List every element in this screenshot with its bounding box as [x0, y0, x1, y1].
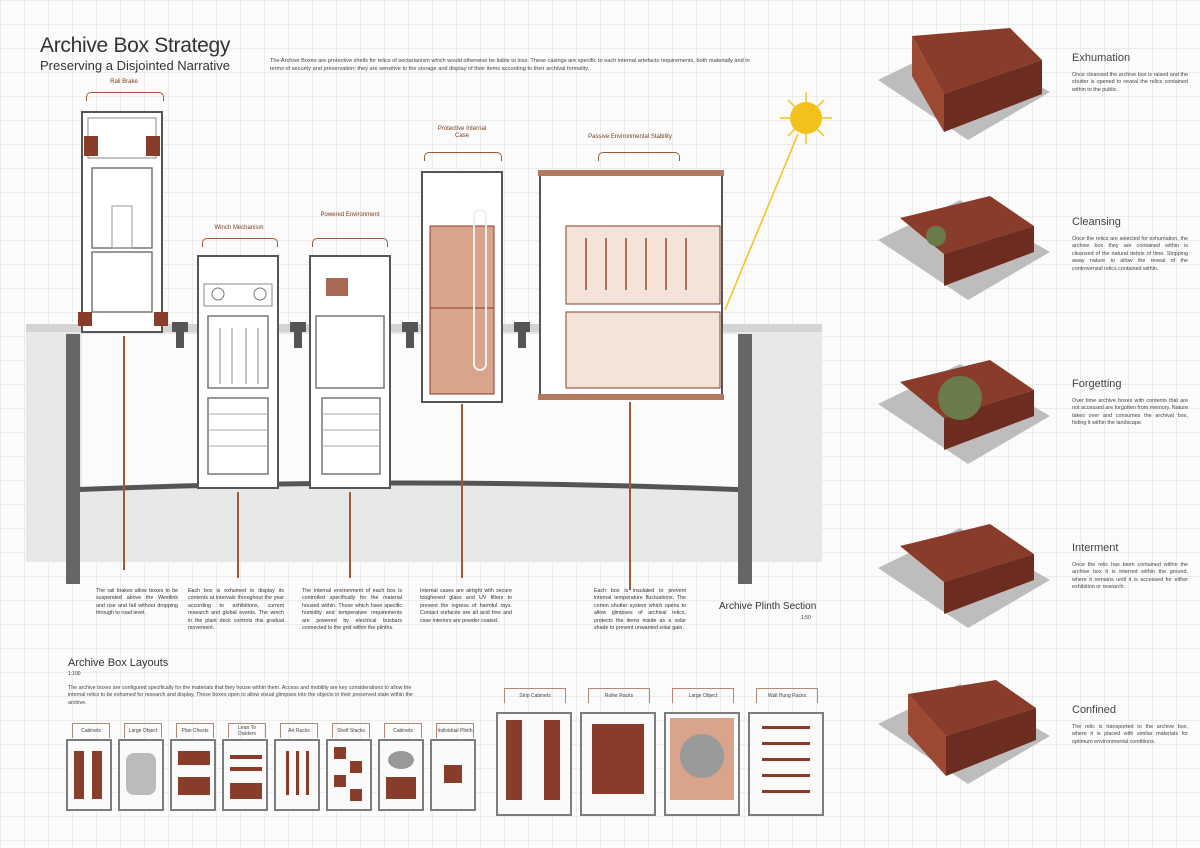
stage-text-confined: The relic is transported to the archive …: [1072, 724, 1188, 745]
brace-winch: [202, 238, 278, 247]
card-label-plinth: Individual Plinth: [436, 723, 474, 738]
box-winch: [197, 255, 279, 489]
stage-title-interment: Interment: [1072, 542, 1119, 554]
brace-powered: [312, 238, 388, 247]
stage-illustration-exhumation: [878, 28, 1050, 140]
card-label-cabinets: Cabinets: [72, 723, 110, 738]
box-rail-brake: [78, 111, 168, 333]
right-wall: [738, 334, 752, 584]
left-wall: [66, 334, 80, 584]
stage-illustration-forgetting: [878, 360, 1050, 464]
card-label-large-object-2: Large Object: [672, 688, 734, 703]
label-case: Protective Internal Case: [437, 126, 487, 139]
stage-title-cleansing: Cleansing: [1072, 216, 1121, 228]
layout-card-lean-to: [222, 739, 268, 811]
card-label-strip-cabinets: Strip Cabinets: [504, 688, 566, 703]
stage-illustration-interment: [878, 524, 1050, 628]
layout-card-shelf-stacks: [326, 739, 372, 811]
card-label-art-racks: Art Racks: [280, 723, 318, 738]
stage-text-interment: Once the relic has been contained within…: [1072, 562, 1188, 591]
label-winch: Winch Mechanism: [214, 225, 264, 231]
layouts-scale: 1:100: [68, 671, 81, 677]
layout-card-large-object: [118, 739, 164, 811]
note-rail-brake: The rail brakes allow boxes to be suspen…: [96, 588, 178, 617]
brace-case: [424, 152, 502, 161]
page-subtitle: Preserving a Disjointed Narrative: [40, 58, 231, 73]
card-label-large-object: Large Object: [124, 723, 162, 738]
card-label-cabinets-2: Cabinets: [384, 723, 422, 738]
layout-card-large-object-2: [664, 712, 740, 816]
sun-icon: [780, 92, 832, 144]
card-label-wall-hung: Wall Hung Racks: [756, 688, 818, 703]
sun-ray: [724, 133, 799, 311]
stage-title-exhumation: Exhumation: [1072, 52, 1131, 64]
brace-rail-brake: [86, 92, 164, 101]
stage-title-confined: Confined: [1072, 704, 1117, 716]
box-passive: [538, 170, 724, 400]
box-protective-case: [421, 171, 503, 403]
stage-illustration-confined: [878, 680, 1050, 784]
note-case: Internal cases are airtight with secure …: [420, 588, 512, 624]
layout-card-strip-cabinets: [496, 712, 572, 816]
layout-card-art-racks: [274, 739, 320, 811]
label-powered: Powered Environment: [320, 212, 380, 218]
rail-clamps: [172, 322, 530, 348]
stage-title-forgetting: Forgetting: [1072, 378, 1122, 390]
intro-text: The Archive Boxes are protective shells …: [270, 58, 750, 72]
layout-card-plan-chests: [170, 739, 216, 811]
layouts-title: Archive Box Layouts: [68, 657, 169, 669]
brace-passive: [598, 152, 680, 161]
note-powered: The internal environment of each box is …: [302, 588, 402, 632]
stage-illustration-cleansing: [878, 196, 1050, 300]
section-scale: 1:50: [801, 615, 811, 621]
stage-text-exhumation: Once cleansed the archive box is raised …: [1072, 72, 1188, 93]
underground-slab: [65, 480, 751, 493]
layouts-description: The archive boxes are configured specifi…: [68, 685, 413, 706]
note-passive: Each box is insulated to prevent interna…: [594, 588, 686, 632]
layout-card-cabinets: [66, 739, 112, 811]
layout-card-cabinets-2: [378, 739, 424, 811]
page-title: Archive Box Strategy: [40, 34, 231, 57]
card-label-lean-to: Lean To Dividers: [228, 723, 266, 738]
stage-text-cleansing: Once the relics are selected for exhumat…: [1072, 236, 1188, 272]
stage-text-forgetting: Over time archive boxes with contents th…: [1072, 398, 1188, 427]
label-rail-brake: Rail Brake: [110, 79, 138, 85]
section-label: Archive Plinth Section: [719, 601, 817, 612]
label-passive: Passive Environmental Stability: [588, 134, 672, 140]
card-label-roller-racks: Roller Racks: [588, 688, 650, 703]
card-label-plan-chests: Plan Chests: [176, 723, 214, 738]
layout-card-wall-hung: [748, 712, 824, 816]
layout-card-plinth: [430, 739, 476, 811]
box-powered: [309, 255, 391, 489]
layout-card-roller-racks: [580, 712, 656, 816]
note-winch: Each box is exhumed to display its conte…: [188, 588, 284, 632]
card-label-shelf-stacks: Shelf Stacks: [332, 723, 370, 738]
